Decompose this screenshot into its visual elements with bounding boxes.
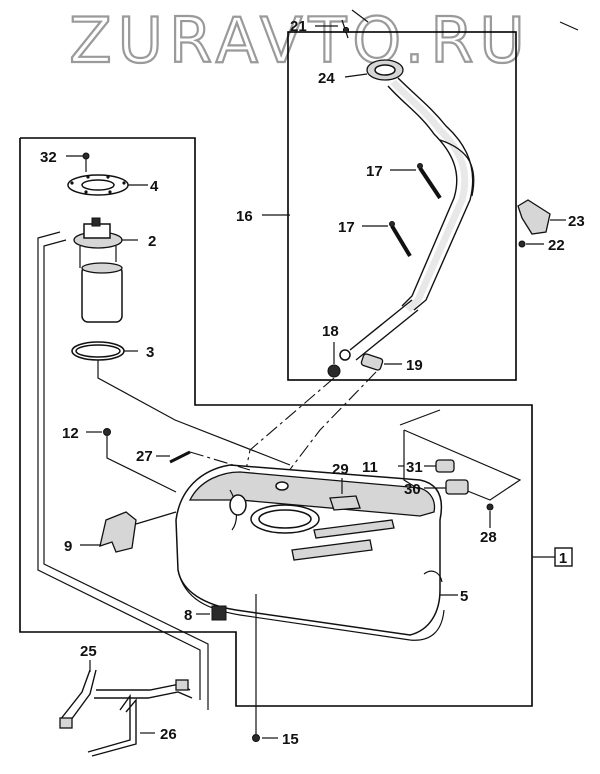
callout-19: 19 bbox=[406, 357, 423, 374]
filler-hose-fill bbox=[390, 79, 469, 313]
callout-9: 9 bbox=[64, 538, 72, 555]
callout-32: 32 bbox=[40, 149, 57, 166]
callout-28: 28 bbox=[480, 529, 497, 546]
callout-17b: 17 bbox=[338, 219, 355, 236]
callout-31: 31 bbox=[406, 459, 423, 476]
filler-hose-left bbox=[387, 85, 458, 307]
pump-canister-top bbox=[81, 262, 123, 274]
filler-bracket-top bbox=[351, 9, 369, 23]
clamp-18-icon bbox=[327, 364, 341, 378]
screw-32-icon bbox=[82, 152, 90, 160]
strap-17a-head bbox=[417, 163, 423, 169]
callout-15: 15 bbox=[282, 731, 299, 748]
callout-16: 16 bbox=[236, 208, 253, 225]
callout-11: 11 bbox=[362, 459, 378, 476]
pad-29-icon bbox=[329, 495, 361, 511]
hose-19-icon bbox=[360, 353, 384, 371]
pipe-connector-upper bbox=[175, 679, 189, 691]
bolt-12-guide bbox=[106, 436, 177, 493]
callout-1: 1 bbox=[559, 550, 567, 567]
pipe-connector-lower bbox=[59, 717, 73, 729]
callout-21: 21 bbox=[290, 18, 307, 35]
bolt-15-icon bbox=[252, 734, 260, 742]
filler-cap-center bbox=[374, 64, 396, 76]
vent-pipe-11-lower bbox=[403, 430, 421, 491]
pump-canister bbox=[81, 265, 123, 323]
leader-24 bbox=[344, 73, 368, 78]
filler-neck-group-frame bbox=[287, 31, 517, 381]
tank-rib-2 bbox=[313, 519, 395, 539]
tank-rib-1 bbox=[291, 539, 373, 561]
feed-pipe-left-inner bbox=[43, 239, 209, 710]
callout-1-box bbox=[554, 547, 573, 567]
screw-21-icon bbox=[342, 26, 350, 34]
tank-side-tab bbox=[423, 570, 443, 583]
clip-8-icon bbox=[211, 605, 227, 621]
tank-pump-opening-inner bbox=[258, 509, 312, 529]
bolt-22-icon bbox=[518, 240, 526, 248]
tank-filler-port-ring bbox=[229, 494, 247, 516]
tank-flange bbox=[177, 569, 445, 641]
gasket-bolt-holes bbox=[70, 175, 126, 194]
feed-pipe-left-outer bbox=[37, 231, 201, 700]
watermark-text: ZURAVTO.RU bbox=[69, 4, 531, 77]
strap-17b-head bbox=[389, 221, 395, 227]
vent-hose bbox=[439, 139, 475, 197]
vent-pipe-11 bbox=[399, 409, 522, 501]
tank-top-surface bbox=[188, 471, 436, 517]
strap-17a bbox=[418, 166, 442, 200]
callout-17a: 17 bbox=[366, 163, 383, 180]
vent-valve-30-icon bbox=[445, 479, 469, 495]
bracket-23-icon bbox=[517, 199, 551, 235]
pump-terminal bbox=[91, 217, 101, 227]
callout-2: 2 bbox=[148, 233, 156, 250]
filler-hose-right bbox=[397, 77, 474, 311]
callout-22: 22 bbox=[548, 237, 565, 254]
bolt-27-guide bbox=[189, 451, 251, 471]
callout-26: 26 bbox=[160, 726, 177, 743]
bracket-9-guide bbox=[135, 511, 177, 525]
pump-gasket-hole bbox=[81, 179, 115, 191]
main-assembly-frame bbox=[19, 137, 533, 707]
callout-25: 25 bbox=[80, 643, 97, 660]
pump-to-tank-guide bbox=[97, 360, 291, 466]
bolt-28-icon bbox=[486, 503, 494, 511]
callout-5: 5 bbox=[460, 588, 468, 605]
tank-vent-port bbox=[275, 481, 289, 491]
callout-30: 30 bbox=[404, 481, 421, 498]
callout-29: 29 bbox=[332, 461, 349, 478]
callout-24: 24 bbox=[318, 70, 335, 87]
vent-valve-31-icon bbox=[435, 459, 455, 473]
callout-4: 4 bbox=[150, 178, 159, 195]
callout-8: 8 bbox=[184, 607, 192, 624]
bolt-27-icon bbox=[169, 450, 191, 464]
callout-23: 23 bbox=[568, 213, 585, 230]
filler-tube-end bbox=[339, 349, 351, 361]
callout-labels: 1 2 3 4 5 8 9 11 12 15 16 17 17 18 19 21… bbox=[40, 18, 585, 748]
fuel-pipe-25 bbox=[59, 669, 97, 725]
fuel-pipe-26 bbox=[87, 693, 137, 757]
filler-lower-tube bbox=[349, 299, 419, 361]
callout-27: 27 bbox=[136, 448, 153, 465]
bolt-12-icon bbox=[103, 428, 111, 436]
hose-guide-line bbox=[281, 371, 377, 481]
pump-rods bbox=[79, 246, 117, 268]
watermark-mark bbox=[559, 21, 579, 31]
bracket-9-icon bbox=[99, 511, 137, 553]
strap-17b bbox=[390, 224, 412, 258]
callout-12: 12 bbox=[62, 425, 79, 442]
callout-18: 18 bbox=[322, 323, 339, 340]
callout-3: 3 bbox=[146, 344, 154, 361]
pump-o-ring-inner bbox=[75, 344, 121, 358]
